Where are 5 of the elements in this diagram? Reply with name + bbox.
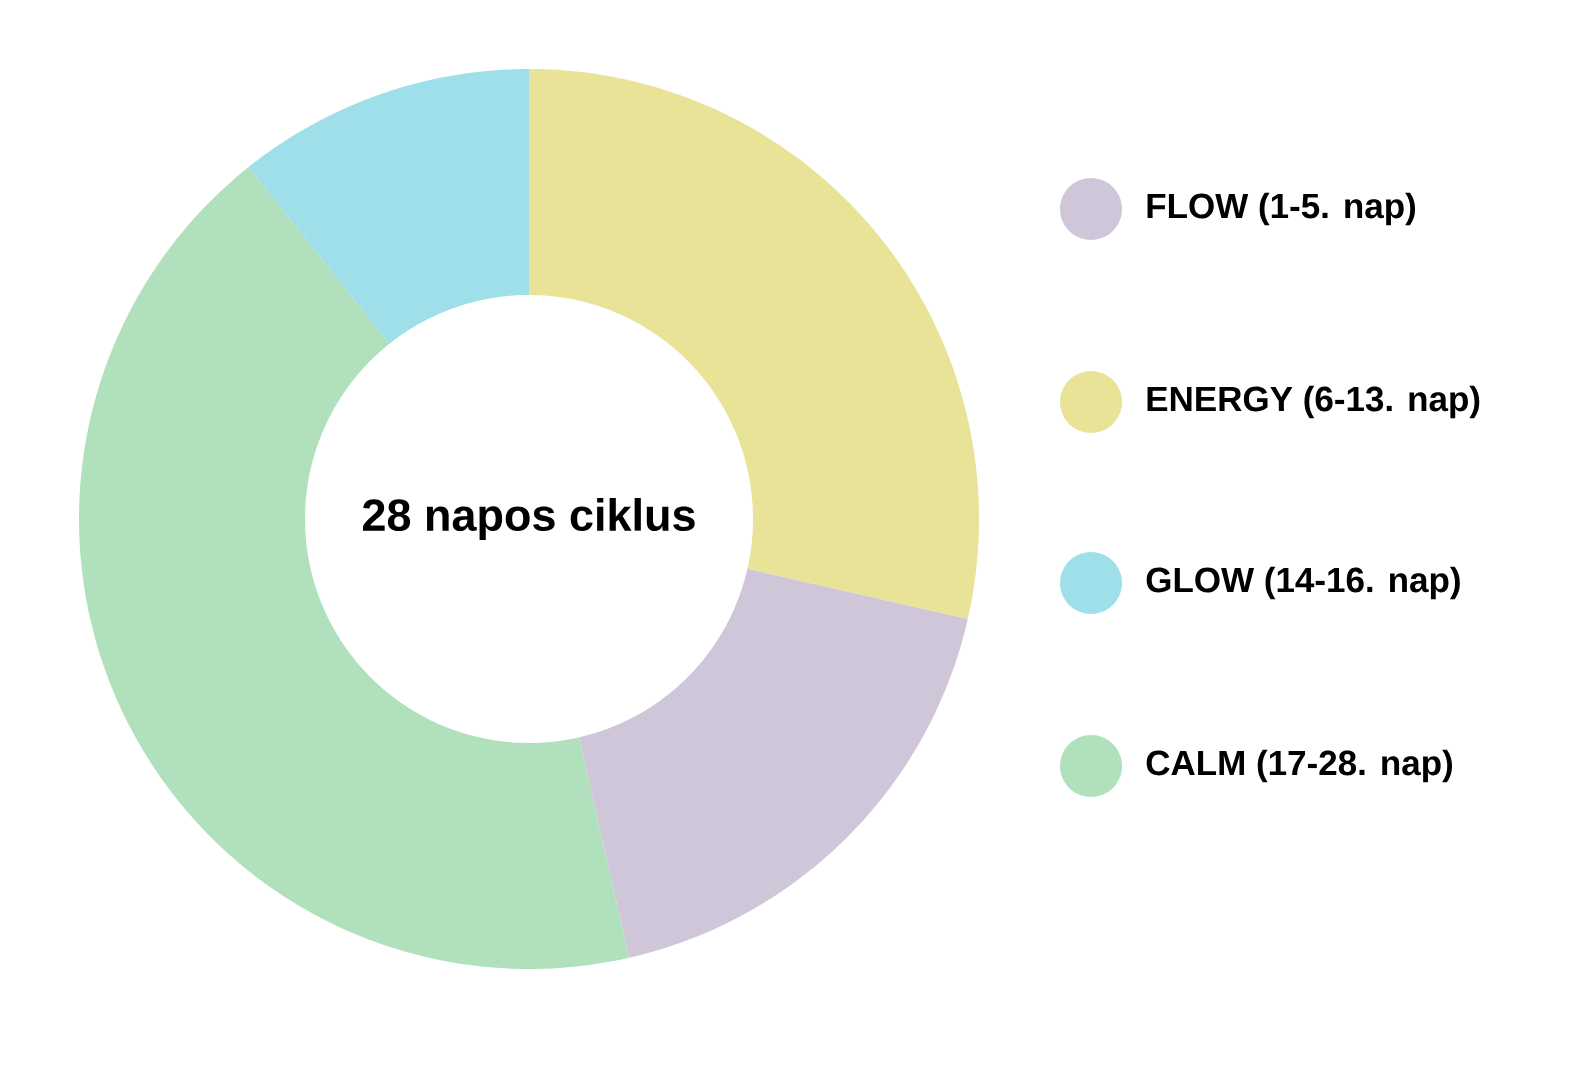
legend-label: FLOW (1-5. nap) bbox=[1147, 192, 1416, 226]
chart-title: 28 napos ciklus bbox=[363, 498, 695, 540]
legend-label: GLOW (14-16. nap) bbox=[1146, 566, 1460, 600]
legend-label: CALM (17-28. nap) bbox=[1146, 749, 1452, 783]
legend-label: ENERGY (6-13. nap) bbox=[1147, 385, 1480, 419]
